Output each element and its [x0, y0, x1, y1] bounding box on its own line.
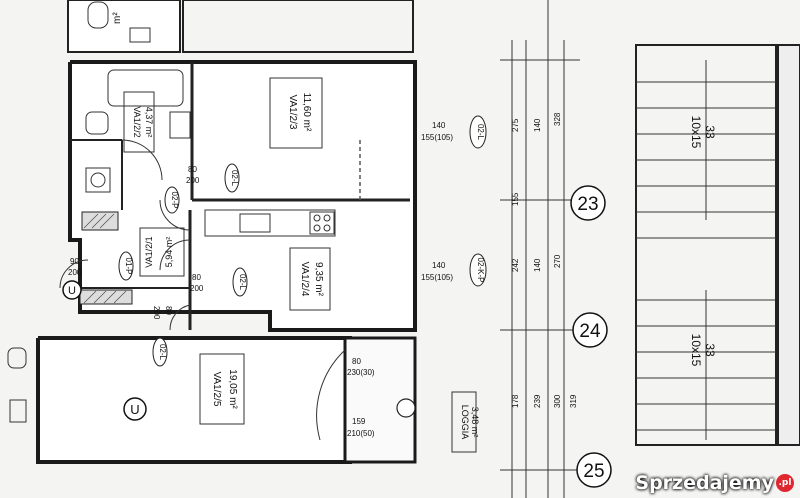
watermark-text: Sprzedajemy — [635, 472, 774, 494]
bathroom-fixtures — [85, 69, 191, 193]
window-width: 140 — [432, 121, 446, 130]
room-label-loggia: LOGGIA 3,48 m² — [451, 391, 480, 453]
svg-text:01-P: 01-P — [124, 258, 133, 275]
top-room-area: m² — [112, 12, 123, 24]
window-dims: 140 155(105) 140 155(105) — [421, 121, 453, 282]
washing-machine-icon — [85, 167, 111, 193]
svg-text:178: 178 — [511, 394, 520, 408]
room-area: 19,05 m² — [227, 369, 238, 409]
svg-text:U: U — [68, 285, 76, 297]
door-width: 80 — [192, 273, 201, 282]
door-width: 90 — [70, 257, 79, 266]
u-mark-room: U — [123, 397, 147, 421]
apartment-walls — [36, 60, 417, 464]
door-height: 210(50) — [347, 429, 375, 438]
tag-window-2: 02-K-P — [469, 253, 487, 287]
window-height: 155(105) — [421, 133, 453, 142]
kitchen-counter — [204, 209, 336, 237]
svg-text:02-P: 02-P — [170, 192, 179, 209]
stove-icon — [309, 211, 335, 235]
bathtub-icon — [107, 69, 184, 107]
svg-text:23: 23 — [577, 194, 598, 215]
window-height: 155(105) — [421, 273, 453, 282]
svg-text:02-L: 02-L — [238, 274, 247, 291]
toilet-icon — [85, 111, 109, 135]
stair-count: 33 — [703, 125, 717, 139]
svg-text:U: U — [130, 402, 139, 417]
svg-text:02-L: 02-L — [230, 170, 239, 187]
door-height: 230(30) — [347, 368, 375, 377]
room-id: VA1/2/4 — [299, 262, 310, 297]
stair-count: 33 — [703, 343, 717, 357]
svg-text:25: 25 — [583, 461, 604, 482]
svg-text:239: 239 — [533, 394, 542, 408]
stair-size: 10x15 — [689, 116, 703, 149]
hatched-wall — [79, 211, 133, 305]
room-area: 4,37 m² — [144, 107, 154, 138]
tag-door-4: 02-L — [152, 337, 168, 367]
svg-text:242: 242 — [511, 258, 520, 272]
svg-text:270: 270 — [553, 254, 562, 268]
door-height: 200 — [68, 268, 82, 277]
room-id: VA1/2/1 — [144, 236, 154, 267]
stair-size: 10x15 — [689, 334, 703, 367]
tag-door-2: 02-P — [164, 186, 180, 214]
dimension-texts: 275 155 242 178 140 140 239 328 270 300 … — [511, 112, 578, 408]
room-area: 3,48 m² — [470, 407, 480, 438]
staircase: 10x15 33 10x15 33 — [635, 44, 800, 446]
svg-text:328: 328 — [553, 112, 562, 126]
washbasin-icon — [169, 111, 191, 139]
tag-door-5: 01-P — [118, 251, 134, 281]
window-width: 140 — [432, 261, 446, 270]
room-area: 9,35 m² — [313, 262, 324, 297]
watermark-badge: .pl — [776, 474, 794, 492]
svg-text:140: 140 — [533, 258, 542, 272]
u-mark-bath: U — [62, 280, 82, 300]
dimension-lines — [500, 0, 580, 498]
room-id: VA1/2/5 — [211, 372, 222, 407]
top-room: m² — [67, 0, 414, 53]
loggia-marker — [396, 398, 416, 418]
axis-23: 23 — [570, 185, 606, 221]
door-height: 200 — [186, 176, 200, 185]
tag-window-1: 02-L — [469, 115, 487, 149]
room-id: LOGGIA — [460, 405, 470, 440]
room-area: 11,60 m² — [301, 93, 312, 132]
watermark: Sprzedajemy .pl — [635, 472, 794, 494]
svg-text:24: 24 — [579, 321, 601, 342]
svg-text:140: 140 — [533, 118, 542, 132]
room-id: VA1/2/2 — [132, 106, 142, 137]
room-id: VA1/2/3 — [287, 95, 298, 130]
room-label-3: VA1/2/3 11,60 m² — [269, 77, 323, 149]
room-label-5: VA1/2/5 19,05 m² — [199, 353, 245, 425]
door-dims: 80 200 80 200 90 200 80 200 80 230(30) 1… — [68, 165, 375, 438]
lower-left-fixtures — [7, 347, 27, 423]
axis-24: 24 — [572, 312, 608, 348]
door-height: 200 — [152, 306, 161, 320]
door-width: 80 — [352, 357, 361, 366]
svg-text:02-K-P: 02-K-P — [476, 258, 485, 283]
door-width: 80 — [164, 306, 173, 315]
svg-text:319: 319 — [569, 394, 578, 408]
svg-text:300: 300 — [553, 394, 562, 408]
svg-text:02-L: 02-L — [158, 344, 167, 361]
svg-text:275: 275 — [511, 118, 520, 132]
tag-door-3: 02-L — [232, 267, 248, 297]
room-label-4: VA1/2/4 9,35 m² — [289, 247, 331, 311]
door-height: 200 — [190, 284, 204, 293]
room-label-2: VA1/2/2 4,37 m² — [123, 91, 155, 153]
room-label-1: VA1/2/1 5,94 m² — [139, 227, 185, 277]
svg-text:155: 155 — [511, 192, 520, 206]
sink-icon — [239, 213, 271, 233]
axis-25: 25 — [576, 452, 612, 488]
tag-door-1: 02-L — [224, 163, 240, 193]
door-width: 80 — [188, 165, 197, 174]
room-area: 5,94 m² — [164, 237, 174, 268]
svg-text:02-L: 02-L — [476, 124, 485, 141]
door-width: 159 — [352, 417, 366, 426]
